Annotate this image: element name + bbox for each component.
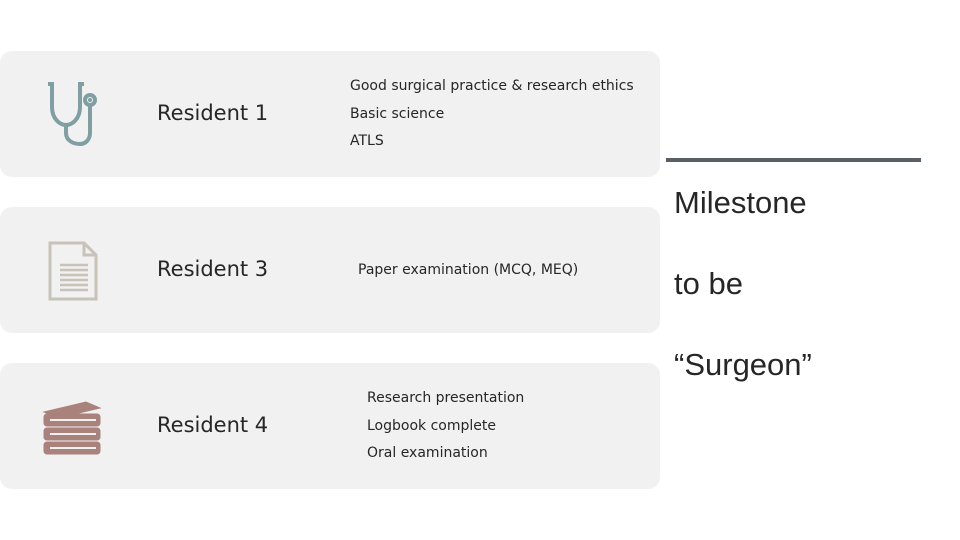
requirement-item: ATLS — [350, 133, 384, 149]
document-icon — [38, 237, 108, 307]
resident-4-panel: Resident 4 Research presentation Logbook… — [0, 363, 660, 489]
resident-3-label: Resident 3 — [157, 257, 269, 281]
resident-1-panel: Resident 1 Good surgical practice & rese… — [0, 51, 660, 177]
resident-4-requirements: Research presentation Logbook complete O… — [367, 388, 524, 471]
requirement-item: Paper examination (MCQ, MEQ) — [358, 262, 579, 278]
requirement-item: Oral examination — [367, 445, 488, 461]
requirement-item: Basic science — [350, 105, 445, 122]
resident-1-label: Resident 1 — [157, 101, 269, 125]
to-be-text: to be — [674, 266, 743, 301]
requirement-item: Logbook complete — [367, 417, 496, 434]
surgeon-text: “Surgeon” — [674, 347, 812, 382]
resident-4-label: Resident 4 — [157, 413, 269, 437]
requirement-item: Good surgical practice & research ethics — [350, 78, 634, 94]
books-icon — [38, 392, 108, 462]
milestone-divider — [666, 158, 921, 162]
resident-3-panel: Resident 3 Paper examination (MCQ, MEQ) — [0, 207, 660, 333]
requirement-item: Research presentation — [367, 390, 525, 406]
milestone-heading: Milestone — [674, 185, 807, 220]
stethoscope-icon — [38, 79, 108, 149]
resident-3-requirements: Paper examination (MCQ, MEQ) — [358, 260, 578, 288]
resident-1-requirements: Good surgical practice & research ethics… — [350, 76, 634, 159]
